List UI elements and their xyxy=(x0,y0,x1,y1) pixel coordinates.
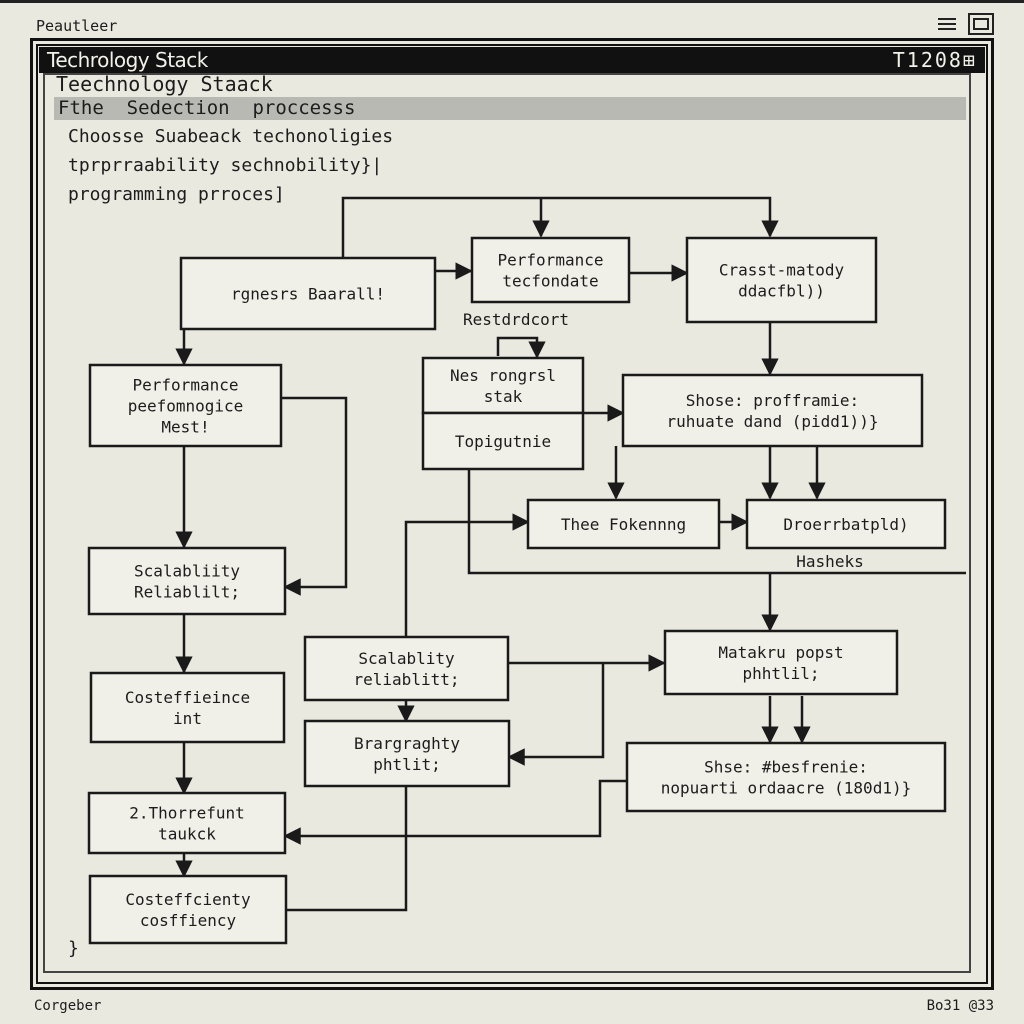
flow-node-label: ruhuate dand (pidd1))} xyxy=(667,412,879,431)
flow-node[interactable]: Nes rongrsl stak xyxy=(421,356,585,415)
flow-node-label: reliablitt; xyxy=(354,670,460,689)
connector xyxy=(283,779,627,845)
window-title: Techrology Stack xyxy=(47,48,208,72)
closing-brace: } xyxy=(68,938,79,959)
intro-line: programming prroces] xyxy=(68,184,285,205)
flow-node-box xyxy=(421,411,585,471)
connector xyxy=(404,513,530,638)
flow-node-label: ddacfbl)) xyxy=(738,282,825,301)
flow-node[interactable]: Costeffieince int xyxy=(89,671,286,744)
flow-node-label: taukck xyxy=(158,825,216,844)
flow-node[interactable]: Thee Fokennng xyxy=(526,498,721,550)
flow-node-box xyxy=(179,256,437,331)
flow-node-label: Scalablity xyxy=(358,649,455,668)
flow-node-label: Reliablilt; xyxy=(134,583,240,602)
flow-node-label: cosffiency xyxy=(140,911,237,930)
flow-node-box xyxy=(470,236,631,304)
flow-node-label: Nes rongrsl xyxy=(450,366,556,385)
flow-node-label: Shse: #besfrenie: xyxy=(704,758,868,777)
flow-node[interactable]: Matakru popst phhtlil; xyxy=(663,629,899,696)
flow-node[interactable]: Performance tecfondate xyxy=(470,236,631,304)
flow-node[interactable]: Shse: #besfrenie: nopuarti ordaacre (180d… xyxy=(625,741,947,813)
flow-label: Hasheks xyxy=(796,552,863,571)
app-name: Peautleer xyxy=(36,17,118,35)
flow-node-label: Costeffieince xyxy=(125,688,250,707)
connector xyxy=(467,469,966,575)
flow-node[interactable]: Scalablity reliablitt; xyxy=(303,635,510,702)
connector xyxy=(507,663,605,766)
flow-node-box xyxy=(87,791,287,855)
flow-node[interactable]: Droerrbatpld) xyxy=(745,498,947,550)
flow-node-label: Mest! xyxy=(161,418,209,437)
flow-node-label: Thee Fokennng xyxy=(561,515,686,534)
flow-node-label: Brargraghty xyxy=(354,734,460,753)
flow-node-label: Performance xyxy=(498,251,604,270)
footer-right-text: Bo31 @33 xyxy=(926,998,994,1014)
menu-icon[interactable] xyxy=(936,13,958,35)
monitor-icon[interactable] xyxy=(968,13,994,35)
flow-node-label: nopuarti ordaacre (180d1)} xyxy=(661,779,911,798)
flow-node-box xyxy=(303,719,511,788)
title-bar[interactable]: Techrology Stack T1208⊞ xyxy=(39,47,985,73)
flow-node-box xyxy=(621,373,924,448)
flow-node-label: phhtlil; xyxy=(742,664,819,683)
flow-node-box xyxy=(745,498,947,550)
flow-node-label: Performance xyxy=(133,376,239,395)
flow-node-box xyxy=(303,635,510,702)
flow-node-label: Droerrbatpld) xyxy=(783,515,908,534)
flow-node-label: peefomnogice xyxy=(128,397,244,416)
connector xyxy=(496,336,546,359)
flow-node-label: stak xyxy=(484,387,523,406)
top-rule xyxy=(0,0,1024,3)
footer-left-text: Corgeber xyxy=(34,998,102,1014)
connector xyxy=(341,196,779,258)
flow-node-label: int xyxy=(173,709,202,728)
flow-node-box xyxy=(421,356,585,415)
flow-node[interactable]: Costeffcienty cosffiency xyxy=(88,874,288,945)
flow-node-box xyxy=(87,546,287,616)
intro-line: tprprraability sechnobility}| xyxy=(68,155,383,176)
flow-node[interactable]: Crasst-matody ddacfbl)) xyxy=(685,236,878,324)
flow-node-box xyxy=(88,874,288,945)
flow-node-label: Shose: profframie: xyxy=(686,391,859,410)
connector xyxy=(281,396,348,596)
intro-line: Choosse Suabeack techonoligies xyxy=(68,126,394,147)
flow-node[interactable]: rgnesrs Baarall! xyxy=(179,256,437,331)
flow-node-label: 2.Thorrefunt xyxy=(129,804,245,823)
flow-node-label: phtlit; xyxy=(373,755,440,774)
content-frame xyxy=(43,73,971,973)
flow-node-box xyxy=(625,741,947,813)
flow-label: Restdrdcort xyxy=(463,310,569,329)
connectors xyxy=(175,196,966,912)
flow-node-box xyxy=(526,498,721,550)
flow-node[interactable]: Topigutnie xyxy=(421,411,585,471)
flow-node-label: Crasst-matody xyxy=(719,261,845,280)
flow-node[interactable]: Shose: profframie: ruhuate dand (pidd1))} xyxy=(621,373,924,448)
flow-node-label: Costeffcienty xyxy=(125,890,251,909)
section-header-bar[interactable]: Fthe Sedection proccesss xyxy=(54,97,966,120)
flow-node-box xyxy=(685,236,878,324)
flow-node-label: tecfondate xyxy=(502,272,598,291)
flow-node[interactable]: 2.Thorrefunt taukck xyxy=(87,791,287,855)
flow-node-label: Matakru popst xyxy=(718,643,843,662)
flow-node-box xyxy=(88,363,283,448)
window-code: T1208⊞ xyxy=(892,48,977,72)
flow-node-label: Topigutnie xyxy=(455,432,551,451)
window-controls xyxy=(936,13,994,35)
flow-node[interactable]: Brargraghty phtlit; xyxy=(303,719,511,788)
flow-node-box xyxy=(663,629,899,696)
flow-node-box xyxy=(89,671,286,744)
connector xyxy=(286,786,408,912)
flow-node-label: Scalabliity xyxy=(134,562,240,581)
page-heading: Teechnology Staack xyxy=(56,72,273,96)
flow-node-label: rgnesrs Baarall! xyxy=(231,285,385,304)
